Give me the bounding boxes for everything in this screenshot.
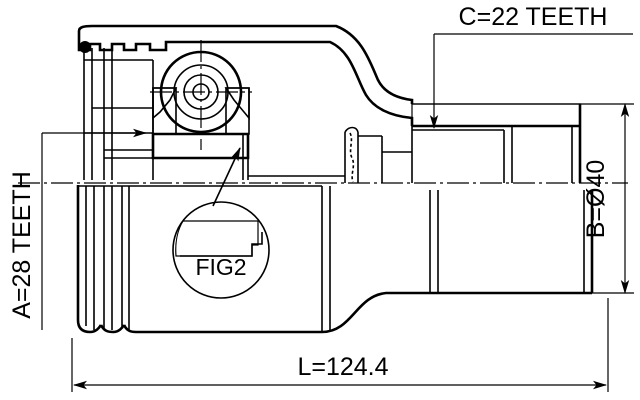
shaft-wall-hatch-placeholder [411,103,581,127]
seal-spring-coil [349,132,355,183]
inner-spline-bore-group [83,48,249,180]
bearing-assembly [150,40,252,160]
housing-lower-outline [136,185,594,334]
fig2-bubble-circle [172,201,270,299]
annotation-diameter-b: B=Ø40 [580,103,634,294]
fig2-detail-step-profile [180,232,263,257]
annotation-spline-c: C=22 TEETH [429,3,633,129]
annotation-spline-a: A=28 TEETH [8,128,147,330]
diameter-b-label: B=Ø40 [582,160,610,239]
spline-scallop-4 [122,324,137,334]
spline-c-label: C=22 TEETH [459,3,608,31]
corner-marker-dot [79,41,91,53]
fig2-label: FIG2 [195,254,246,280]
fig2-detail-hatch [175,220,259,257]
annotation-length-l: L=124.4 [71,298,609,392]
outer-spline-shaft-group [411,103,582,183]
left-spline-flutes [76,185,322,334]
length-label: L=124.4 [297,353,388,381]
spline-outer-left-edge [76,185,91,334]
spline-scallop-2 [99,324,114,334]
seal-retainer-group [248,126,413,183]
spline-scallop-1 [89,324,103,334]
spline-a-label: A=28 TEETH [8,171,36,319]
shaft-transition-curve [321,291,430,334]
fig2-leader-line [212,147,241,207]
fig2-detail-bubble: FIG2 [172,147,270,299]
seal-top-cap [344,126,359,133]
outer-housing-upper-section [77,24,581,127]
housing-outer-upper-edge [77,24,414,104]
